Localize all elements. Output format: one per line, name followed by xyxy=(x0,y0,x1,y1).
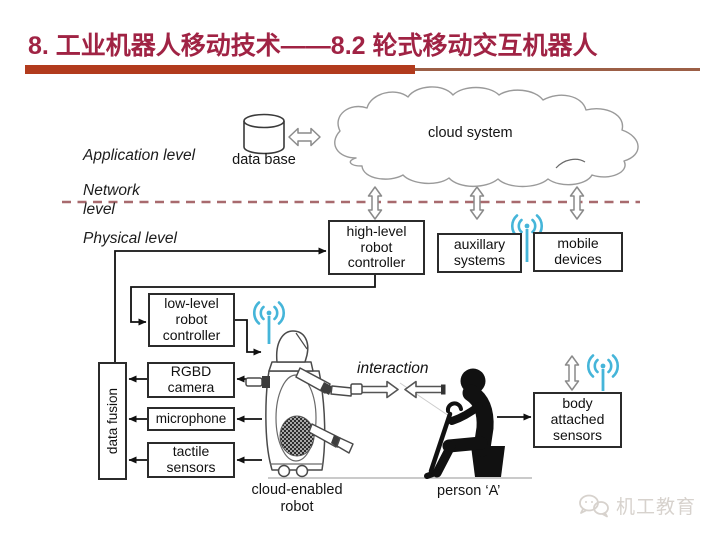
architecture-diagram xyxy=(0,84,720,540)
person-figure xyxy=(424,368,505,479)
box-data-fusion: data fusion xyxy=(98,362,127,480)
box-body-attached-sensors: body attached sensors xyxy=(533,392,622,448)
wifi-icon-robot xyxy=(252,301,286,344)
label-application-level: Application level xyxy=(83,147,196,164)
watermark-text: 机工教育 xyxy=(616,497,697,518)
connector-lines xyxy=(114,247,532,464)
robot-figure xyxy=(245,330,363,478)
label-cloud-system: cloud system xyxy=(428,125,513,141)
title-underline-thin xyxy=(415,68,700,71)
label-physical-level: Physical level xyxy=(83,230,177,247)
cloud-shape xyxy=(334,86,639,188)
wifi-icon-body-sensors xyxy=(586,354,620,391)
label-interaction: interaction xyxy=(357,360,429,377)
caption-person-a: person ‘A’ xyxy=(437,483,501,499)
box-tactile-sensors: tactile sensors xyxy=(147,442,235,478)
box-low-level-robot-controller: low-level robot controller xyxy=(148,293,235,347)
label-data-base: data base xyxy=(232,152,296,168)
watermark: 机工教育 xyxy=(578,492,696,519)
box-microphone: microphone xyxy=(147,407,235,431)
label-network-level: Network level xyxy=(83,182,140,218)
interaction-arrows xyxy=(360,380,446,399)
box-auxiliary-systems: auxillary systems xyxy=(437,233,522,273)
db-cloud-double-arrow xyxy=(288,127,321,147)
title-underline-thick xyxy=(25,65,415,74)
diagram-canvas xyxy=(62,86,640,479)
box-mobile-devices: mobile devices xyxy=(533,232,623,272)
database-cylinder-icon xyxy=(243,113,285,155)
caption-cloud-enabled-robot: cloud-enabled robot xyxy=(251,482,343,516)
box-high-level-robot-controller: high-level robot controller xyxy=(328,220,425,275)
slide-title: 8. 工业机器人移动技术——8.2 轮式移动交互机器人 xyxy=(28,32,598,60)
network-double-arrows xyxy=(367,186,585,220)
body-sensors-double-arrow xyxy=(564,355,580,391)
wechat-icon xyxy=(579,494,609,517)
box-rgbd-camera: RGBD camera xyxy=(147,362,235,398)
